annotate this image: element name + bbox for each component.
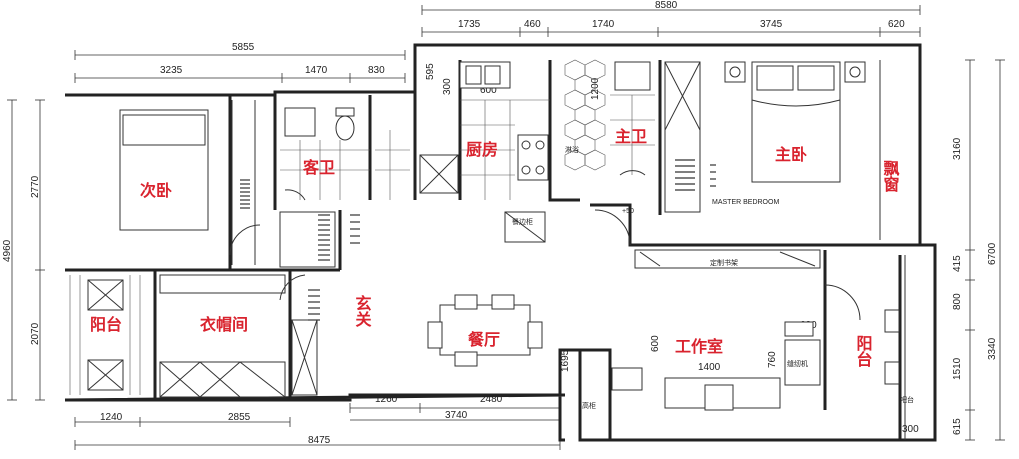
dim-right-3: 415 bbox=[952, 255, 963, 272]
dim-bottom-mid-2: 2480 bbox=[480, 394, 503, 405]
walls bbox=[64, 43, 937, 442]
dim-right-2: 6700 bbox=[987, 242, 998, 265]
dim-left-seg-1: 3235 bbox=[160, 65, 183, 76]
master-bath-fixtures bbox=[564, 59, 655, 176]
dining-furniture bbox=[427, 294, 543, 367]
guest-bath-fixtures bbox=[280, 107, 410, 201]
dim-bottom-mid-1: 1260 bbox=[375, 394, 398, 405]
dim-right-5: 1510 bbox=[952, 357, 963, 380]
dim-left-v-1: 4960 bbox=[2, 239, 13, 262]
room-labels: 次卧 客卫 厨房 主卫 主卧 飘窗 阳台 衣帽间 玄关 餐厅 工作室 阳台 bbox=[90, 127, 900, 368]
room-label-master-bath: 主卫 bbox=[615, 127, 647, 146]
dim-bottom-2: 2855 bbox=[228, 412, 251, 423]
dimension-lines bbox=[7, 5, 1005, 450]
dim-right-6: 3340 bbox=[987, 337, 998, 360]
dim-top-seg-5: 620 bbox=[888, 19, 905, 30]
dim-top-total: 8580 bbox=[655, 0, 678, 11]
dim-bottom-1: 1240 bbox=[100, 412, 123, 423]
room-label-guest-bath: 客卫 bbox=[303, 158, 335, 177]
dim-studio-4: 760 bbox=[767, 351, 778, 368]
dim-bottom-total: 8475 bbox=[308, 435, 331, 446]
dim-top-seg-1: 1735 bbox=[458, 19, 481, 30]
dim-bar: 300 bbox=[902, 424, 919, 435]
entrance-furniture bbox=[279, 211, 546, 321]
dim-left-v-3: 2070 bbox=[30, 322, 41, 345]
dim-left-v-2: 2770 bbox=[30, 175, 41, 198]
dim-right-4: 800 bbox=[952, 293, 963, 310]
dim-top-seg-3: 1740 bbox=[592, 19, 615, 30]
label-level: +50 bbox=[622, 208, 634, 215]
dim-kitchen-3: 600 bbox=[480, 85, 497, 96]
dim-studio-3: 1400 bbox=[698, 362, 721, 373]
dim-right-1: 3160 bbox=[952, 137, 963, 160]
custom-shelf bbox=[634, 249, 821, 269]
dim-left-total: 5855 bbox=[232, 42, 255, 53]
studio-furniture bbox=[611, 284, 861, 411]
room-label-bay-window: 飘窗 bbox=[881, 160, 900, 193]
label-master-bedroom-en: MASTER BEDROOM bbox=[712, 199, 779, 206]
room-label-studio: 工作室 bbox=[675, 337, 723, 356]
label-shower: 淋浴 bbox=[565, 145, 579, 154]
dim-top-seg-2: 460 bbox=[524, 19, 541, 30]
master-bedroom-furniture bbox=[594, 60, 881, 246]
dim-kitchen-2: 300 bbox=[442, 78, 453, 95]
dim-bottom-mid-3: 3740 bbox=[445, 410, 468, 421]
room-label-left-balcony: 阳台 bbox=[90, 315, 122, 334]
second-bedroom-furniture bbox=[119, 100, 261, 265]
dim-hall: 1695 bbox=[560, 349, 571, 372]
fixture-labels: 餐边柜 MASTER BEDROOM 定制书架 缝纫机 淋浴 +50 高柜 吧台 bbox=[512, 145, 914, 410]
room-label-dining: 餐厅 bbox=[467, 330, 500, 349]
room-label-master-bedroom: 主卧 bbox=[775, 145, 807, 164]
dim-left-seg-2: 1470 bbox=[305, 65, 328, 76]
dimension-texts: 8580 1735 460 1740 3745 620 5855 3235 14… bbox=[2, 0, 998, 446]
cloakroom-furniture bbox=[69, 274, 318, 398]
room-label-cloakroom: 衣帽间 bbox=[200, 315, 248, 334]
label-bar: 吧台 bbox=[900, 395, 914, 404]
label-sewing-machine: 缝纫机 bbox=[787, 359, 808, 368]
label-tall-cabinet: 高柜 bbox=[582, 401, 596, 410]
room-label-entrance: 玄关 bbox=[353, 294, 372, 328]
dim-left-seg-3: 830 bbox=[368, 65, 385, 76]
right-balcony-furniture bbox=[884, 255, 906, 440]
room-label-right-balcony: 阳台 bbox=[854, 335, 873, 368]
kitchen-fixtures bbox=[419, 61, 550, 200]
dim-master-bath: 1200 bbox=[590, 77, 601, 100]
label-dining-cabinet: 餐边柜 bbox=[512, 217, 533, 226]
dim-top-seg-4: 3745 bbox=[760, 19, 783, 30]
room-label-second-bedroom: 次卧 bbox=[140, 181, 172, 200]
room-label-kitchen: 厨房 bbox=[466, 140, 498, 159]
dim-kitchen-1: 595 bbox=[425, 63, 436, 80]
dim-right-7: 615 bbox=[952, 418, 963, 435]
dim-studio-2: 600 bbox=[650, 335, 661, 352]
label-custom-shelf: 定制书架 bbox=[710, 258, 738, 267]
